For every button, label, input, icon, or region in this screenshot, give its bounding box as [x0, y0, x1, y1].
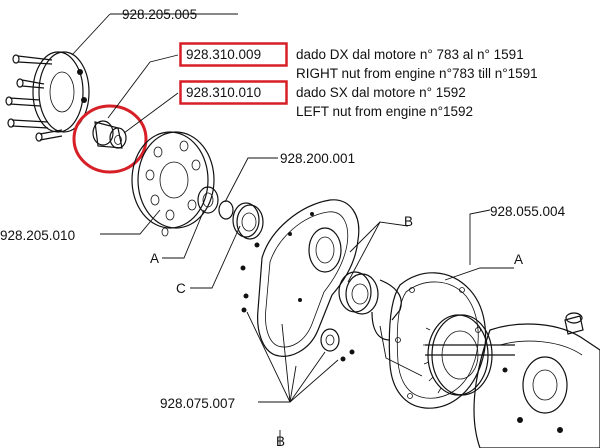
letter-label-a-left: A	[150, 251, 159, 266]
callout-code-right-nut: 928.310.009	[186, 47, 261, 62]
callout-text-right-nut: dado DX dal motore n° 783 al n° 1591	[296, 47, 524, 62]
bearing-and-gasket	[320, 271, 402, 362]
nut-part	[92, 120, 127, 149]
gear-and-cover	[423, 312, 600, 448]
crankcase-half	[240, 199, 360, 357]
letter-label-c: C	[176, 281, 186, 296]
part-label-hub: 928.205.005	[122, 7, 197, 22]
hub-with-studs	[5, 51, 90, 142]
leader-lines	[71, 13, 514, 446]
nut-highlight-circle	[72, 104, 148, 174]
letter-label-b-top: B	[404, 214, 413, 229]
callout-code-left-nut: 928.310.010	[186, 85, 261, 100]
callout-text-left-nut: dado SX dal motore n° 1592	[296, 85, 466, 100]
part-label-cover: 928.055.004	[490, 204, 566, 219]
letter-label-b-bottom: B	[276, 434, 285, 448]
callout-english-left-nut: LEFT nut from engine n°1592	[296, 104, 473, 119]
letter-label-a-right: A	[514, 252, 523, 267]
callout-english-right-nut: RIGHT nut from engine n°783 till n°1591	[296, 66, 538, 81]
part-label-bearing-group: 928.200.001	[280, 151, 355, 166]
callout-box-left-nut	[179, 80, 288, 105]
part-label-screws: 928.075.007	[160, 396, 235, 411]
callout-box-right-nut	[179, 42, 288, 67]
bearing-group	[197, 186, 264, 240]
part-label-disc: 928.205.010	[0, 228, 75, 243]
perforated-disc	[131, 131, 215, 237]
gasket-right	[388, 272, 487, 409]
